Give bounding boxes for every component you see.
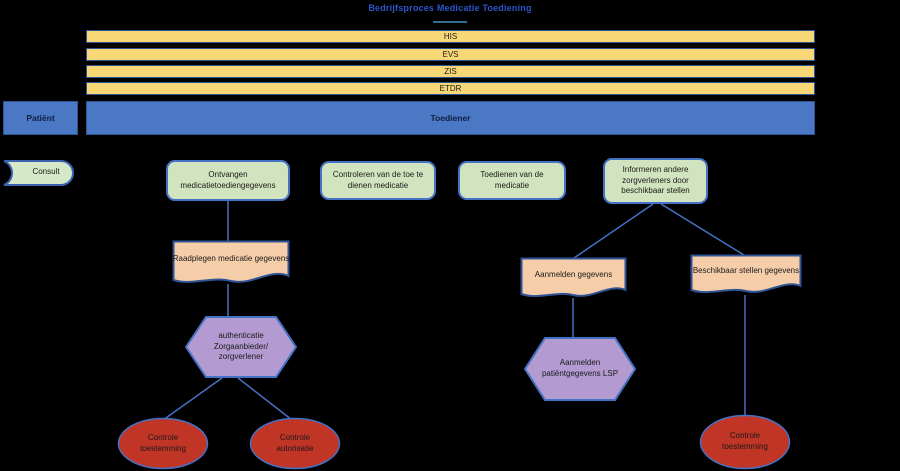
system-layer-etdr: ETDR xyxy=(86,82,815,95)
lane-patient: Patiënt xyxy=(3,101,78,135)
document-label: Raadplegen medicatie gegevens xyxy=(172,254,290,264)
ellipse-shape xyxy=(249,417,341,470)
service-aanmelden-lsp: Aanmelden patiëntgegevens LSP xyxy=(524,336,636,402)
process-ontvangen: Ontvangen medicatietoediengegevens xyxy=(166,160,290,201)
service-label: Aanmelden patiëntgegevens LSP xyxy=(541,358,619,378)
title-underline xyxy=(433,21,467,23)
service-label: authenticatie Zorgaanbieder/ zorgverlene… xyxy=(213,330,269,362)
document-raadplegen: Raadplegen medicatie gegevens xyxy=(172,240,290,287)
document-shape xyxy=(172,240,290,283)
consult-node: Consult xyxy=(1,159,83,187)
consult-shape xyxy=(3,160,74,186)
document-label: Beschikbaar stellen gegevens xyxy=(692,266,800,276)
document-shape xyxy=(690,254,802,294)
process-toedienen: Toedienen van de medicatie xyxy=(458,161,566,200)
document-aanmelden: Aanmelden gegevens xyxy=(520,257,627,301)
control-toestemming-1: Controle toestemming xyxy=(117,417,209,470)
control-autorisatie: Controle autorisatie xyxy=(249,417,341,470)
service-authenticatie: authenticatie Zorgaanbieder/ zorgverlene… xyxy=(185,315,297,379)
document-label: Aanmelden gegevens xyxy=(534,269,613,279)
hexagon-shape xyxy=(524,337,636,401)
ellipse-shape xyxy=(117,417,209,470)
page-title: Bedrijfsproces Medicatie Toediening xyxy=(368,3,532,13)
hexagon-shape xyxy=(185,316,297,378)
document-shape xyxy=(520,257,627,298)
control-label: Controle toestemming xyxy=(722,431,768,451)
process-informeren: Informeren andere zorgverleners door bes… xyxy=(603,158,708,204)
system-layer-zis: ZIS xyxy=(86,65,815,78)
ellipse-shape xyxy=(699,414,791,470)
control-toestemming-2: Controle toestemming xyxy=(699,414,791,470)
document-beschikbaar-stellen: Beschikbaar stellen gegevens xyxy=(690,254,802,297)
consult-label: Consult xyxy=(32,166,60,176)
system-layer-evs: EVS xyxy=(86,48,815,61)
lane-toediener: Toediener xyxy=(86,101,815,135)
system-layer-his: HIS xyxy=(86,30,815,43)
control-label: Controle autorisatie xyxy=(276,432,314,453)
control-label: Controle toestemming xyxy=(140,432,186,453)
process-controleren: Controleren van de toe te dienen medicat… xyxy=(320,161,436,200)
